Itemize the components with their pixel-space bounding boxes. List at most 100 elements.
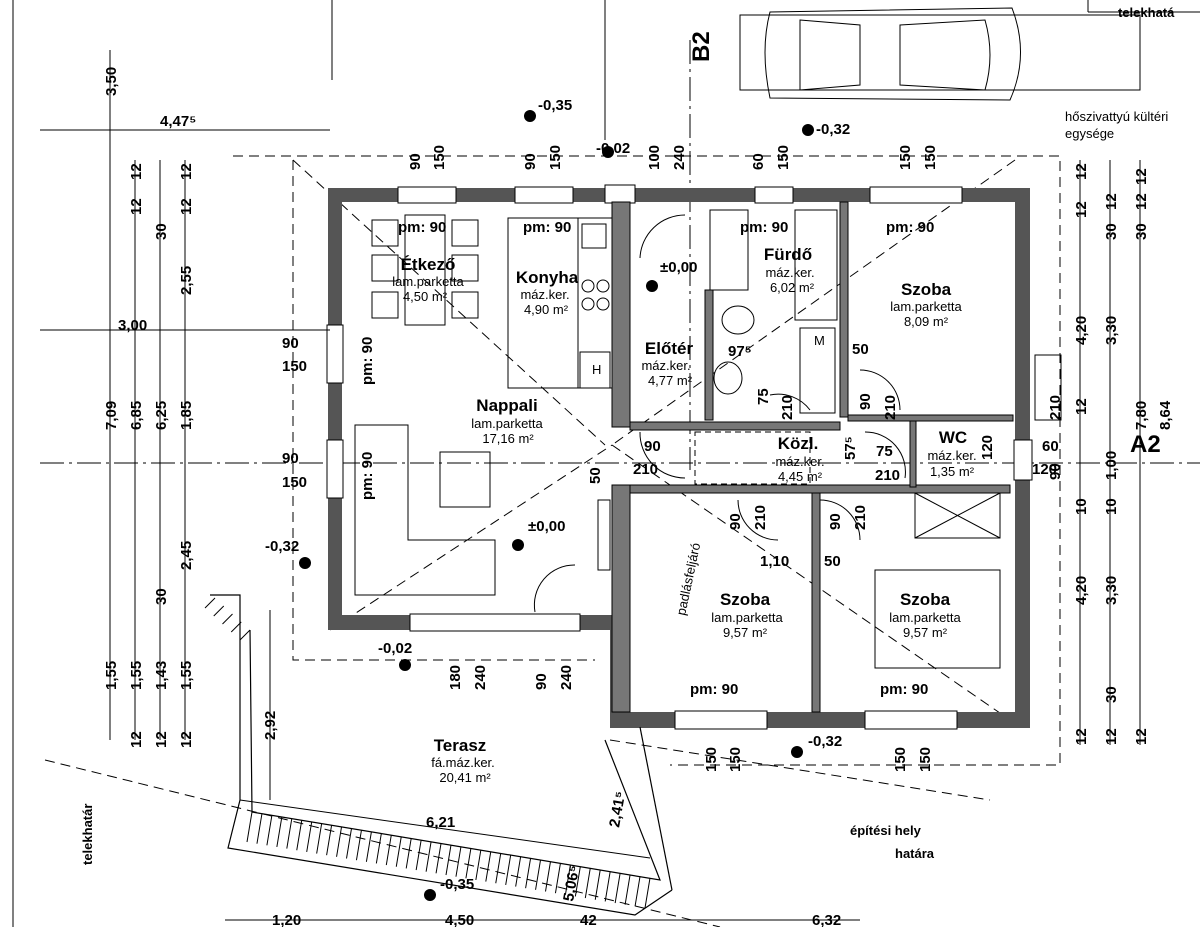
- svg-text:12: 12: [1133, 193, 1150, 210]
- svg-text:97⁵: 97⁵: [728, 343, 752, 360]
- svg-text:6,32: 6,32: [812, 912, 841, 927]
- svg-text:8,64: 8,64: [1157, 400, 1174, 430]
- terrace-tick: [545, 861, 551, 892]
- terrace-tick: [485, 851, 492, 882]
- svg-text:5,06⁵: 5,06⁵: [560, 864, 583, 903]
- room-floor-szoba2: lam.parketta: [711, 610, 783, 625]
- svg-text:240: 240: [472, 665, 489, 690]
- svg-text:120: 120: [979, 435, 996, 460]
- attic-ladder-label: padlásfeljáró: [673, 541, 703, 616]
- svg-text:210: 210: [779, 395, 796, 420]
- svg-text:-0,02: -0,02: [596, 140, 630, 157]
- terrace-tick: [222, 613, 233, 625]
- svg-text:75: 75: [876, 443, 893, 460]
- svg-text:-0,35: -0,35: [440, 876, 474, 893]
- level-marks: -0,35 -0,02 -0,32 ±0,00 -0,32 ±0,00 -0,0…: [265, 97, 850, 901]
- terrace-tick: [445, 844, 452, 876]
- svg-text:12: 12: [128, 731, 145, 748]
- room-name-terasz: Terasz: [434, 736, 487, 755]
- svg-text:1,55: 1,55: [103, 661, 120, 690]
- svg-text:M: M: [814, 333, 825, 348]
- svg-text:150: 150: [431, 145, 448, 170]
- svg-text:90: 90: [533, 673, 550, 690]
- level-mark: -0,32: [265, 538, 311, 569]
- terrace-tick: [564, 864, 571, 895]
- svg-text:12: 12: [1073, 728, 1090, 745]
- svg-text:6,21: 6,21: [426, 814, 455, 831]
- room-name-szoba3: Szoba: [900, 590, 951, 609]
- svg-text:1,85: 1,85: [178, 401, 195, 430]
- svg-text:12: 12: [1103, 193, 1120, 210]
- parked-car: [739, 7, 1141, 101]
- svg-text:90: 90: [282, 335, 299, 352]
- svg-text:150: 150: [282, 474, 307, 491]
- terrace-tick: [395, 836, 402, 867]
- svg-text:2,55: 2,55: [178, 266, 195, 295]
- svg-text:57⁵: 57⁵: [842, 436, 859, 460]
- room-area-eloter: 4,77 m²: [648, 373, 693, 388]
- room-area-wc: 1,35 m²: [930, 464, 975, 479]
- svg-text:3,30: 3,30: [1103, 576, 1120, 605]
- svg-text:12: 12: [1073, 201, 1090, 218]
- svg-text:7,80: 7,80: [1133, 401, 1150, 430]
- plot-border-top: telekhatá: [1118, 5, 1175, 20]
- svg-text:12: 12: [128, 198, 145, 215]
- svg-text:75: 75: [755, 388, 772, 405]
- terrace-tick: [336, 826, 343, 857]
- svg-text:12: 12: [1133, 728, 1150, 745]
- svg-text:pm: 90: pm: 90: [523, 219, 571, 236]
- terrace-tick: [475, 849, 482, 881]
- heat-pump-label: hőszivattyú kültéri: [1065, 109, 1168, 124]
- terrace-tick: [425, 841, 432, 872]
- svg-text:6,85: 6,85: [128, 401, 145, 430]
- room-name-kozl: Közl.: [778, 434, 819, 453]
- svg-text:12: 12: [1073, 163, 1090, 180]
- svg-text:10: 10: [1073, 498, 1090, 515]
- building-limit-2: határa: [895, 846, 935, 861]
- level-mark: -0,02: [378, 640, 412, 671]
- room-name-szoba1: Szoba: [901, 280, 952, 299]
- terrace-tick: [624, 874, 631, 905]
- terrace-tick: [239, 629, 251, 641]
- svg-text:150: 150: [917, 747, 934, 772]
- terrace-tick: [276, 816, 283, 848]
- svg-text:150: 150: [703, 747, 720, 772]
- svg-text:210: 210: [852, 505, 869, 530]
- terrace-tick: [415, 839, 422, 871]
- dimension-text: 90 150 90 150 100 240 60 150 150 150 4,4…: [103, 67, 1174, 927]
- svg-text:30: 30: [153, 223, 170, 240]
- room-area-szoba3: 9,57 m²: [903, 625, 948, 640]
- svg-text:180: 180: [447, 665, 464, 690]
- room-labels: Étkező lam.parketta 4,50 m² Konyha máz.k…: [392, 245, 976, 785]
- terrace-tick: [574, 866, 581, 897]
- room-area-etkezo: 4,50 m²: [403, 289, 448, 304]
- svg-text:150: 150: [547, 145, 564, 170]
- svg-text:4,20: 4,20: [1073, 576, 1090, 605]
- svg-text:90: 90: [282, 450, 299, 467]
- svg-text:-0,32: -0,32: [816, 121, 850, 138]
- svg-text:50: 50: [824, 553, 841, 570]
- terrace-tick: [355, 830, 362, 861]
- terrace-tick: [204, 597, 216, 609]
- terrace-tick: [525, 858, 532, 889]
- svg-text:60: 60: [1042, 438, 1059, 455]
- terrace-tick: [365, 831, 372, 862]
- svg-text:150: 150: [897, 145, 914, 170]
- svg-text:pm: 90: pm: 90: [359, 452, 376, 500]
- svg-text:pm: 90: pm: 90: [398, 219, 446, 236]
- svg-text:pm: 90: pm: 90: [886, 219, 934, 236]
- svg-text:12: 12: [178, 163, 195, 180]
- svg-text:210: 210: [875, 467, 900, 484]
- terrace-tick: [230, 621, 242, 633]
- svg-text:150: 150: [922, 145, 939, 170]
- level-mark: -0,35: [524, 97, 572, 122]
- svg-text:1,55: 1,55: [128, 661, 145, 690]
- terrace-tick: [515, 856, 522, 887]
- svg-text:42: 42: [580, 912, 597, 927]
- room-area-szoba2: 9,57 m²: [723, 625, 768, 640]
- svg-text:100: 100: [646, 145, 663, 170]
- svg-text:150: 150: [892, 747, 909, 772]
- room-area-kozl: 4,45 m²: [778, 469, 823, 484]
- room-name-nappali: Nappali: [476, 396, 537, 415]
